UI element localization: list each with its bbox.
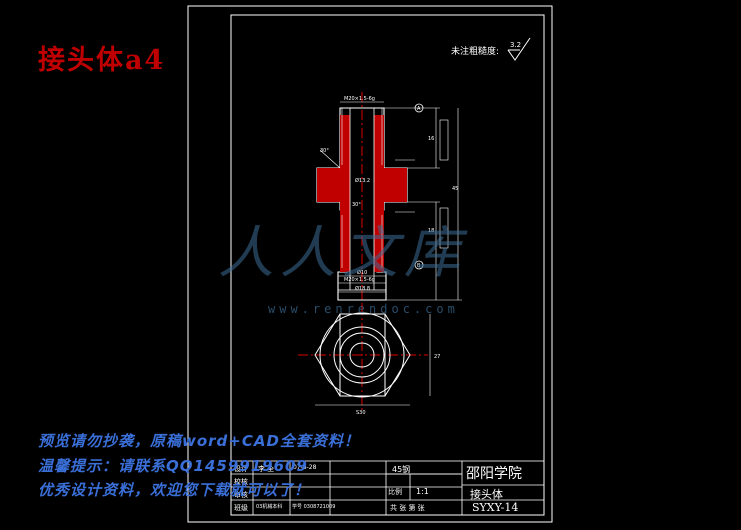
tb-scale-value: 1:1: [416, 487, 429, 496]
datum-b-label: B: [417, 263, 421, 269]
tb-scale-label: 比例: [388, 488, 402, 496]
datum-b-marker: [414, 260, 424, 270]
dim-total-length: 45: [452, 186, 458, 192]
datum-a-marker: [414, 103, 424, 113]
dim-center-dia: Ø13.2: [355, 177, 370, 184]
page-title: 接头体a4: [38, 45, 166, 76]
tb-student-no: 学号 0308721009: [292, 504, 336, 510]
dim-upper-length: 16: [428, 136, 434, 142]
tb-role-class: 班级: [234, 504, 248, 512]
dim-small-angle: 30°: [352, 202, 361, 208]
dim-hex-width: 27: [434, 354, 440, 360]
sheet-outer-border: [187, 5, 553, 523]
dim-hex-across: S30: [356, 410, 366, 416]
tolerance-frame-upper: [439, 119, 449, 161]
roughness-symbol: [507, 37, 531, 61]
watermark-brand: 人人文库: [218, 221, 466, 286]
tolerance-frame-lower: [439, 207, 449, 249]
roughness-value: 3.2: [510, 41, 521, 49]
dim-chamfer: 30°: [320, 148, 329, 154]
tb-role-check: 校核: [234, 478, 248, 486]
watermark-url: www.renrendoc.com: [268, 302, 459, 316]
title-block-grid: [230, 460, 545, 516]
dim-bottom-thread: M20×1.5-6g: [344, 277, 375, 283]
tb-role-review: 审核: [234, 491, 248, 499]
dim-top-thread: M20×1.5-6g: [344, 96, 375, 102]
banner-line-1: 预览请勿抄袭，原稿word+CAD全套资料！: [38, 432, 360, 450]
tb-name-design: 李 全: [258, 465, 275, 473]
dimension-lines: [319, 101, 462, 301]
hex-top-view: [298, 305, 431, 410]
banner-line-2: 温馨提示：请联系QQ1459919609: [38, 457, 308, 475]
front-section-view: [316, 92, 408, 305]
datum-a-label: A: [417, 106, 421, 112]
tb-school: 邵阳学院: [466, 466, 522, 482]
tb-part-name: 接头体: [470, 488, 503, 501]
tb-class-value: 03机械本科: [256, 504, 283, 510]
tb-material: 45钢: [392, 465, 411, 474]
roughness-label: 未注粗糙度:: [451, 47, 500, 57]
dim-base-dia: Ø18.8: [355, 285, 370, 292]
tb-date-design: 07-6-28: [293, 464, 317, 471]
dim-lower-length: 18: [428, 228, 434, 234]
tb-sheets: 共 张 第 张: [390, 504, 425, 512]
dim-bottom-dia: Ø10: [357, 269, 367, 276]
tb-role-design: 设计: [234, 465, 248, 473]
tb-drawing-no: SYXY-14: [472, 501, 519, 514]
banner-line-3: 优秀设计资料，欢迎您下载就可以了！: [38, 481, 311, 499]
